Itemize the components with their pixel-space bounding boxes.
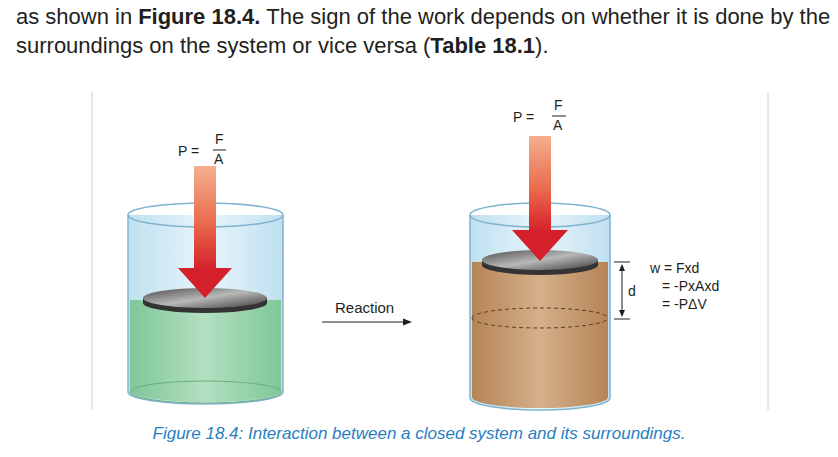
body-paragraph: as shown inFigure 18.4.The sign of the w… [16,2,838,60]
paragraph-text: Figure 18.4. [138,4,260,29]
reaction-label: Reaction [335,300,394,316]
distance-label: d [628,283,636,299]
work-equation: = -PΔV [662,296,707,312]
fraction-denominator: A [553,117,562,133]
paragraph-text: Table 18.1 [430,33,535,58]
paragraph-text: ( [423,33,430,58]
work-equation: = -PxAxd [662,278,719,294]
fraction-numerator: F [554,97,563,113]
pressure-label: P = [178,143,199,159]
fraction-numerator: F [215,131,224,147]
paragraph-text: as shown in [16,4,132,29]
pressure-label: P = [513,109,534,125]
work-equation: w = Fxd [650,260,699,276]
paragraph-text: ). [535,33,548,58]
figure-caption: Figure 18.4: Interaction between a close… [0,424,838,444]
fraction-denominator: A [214,151,223,167]
